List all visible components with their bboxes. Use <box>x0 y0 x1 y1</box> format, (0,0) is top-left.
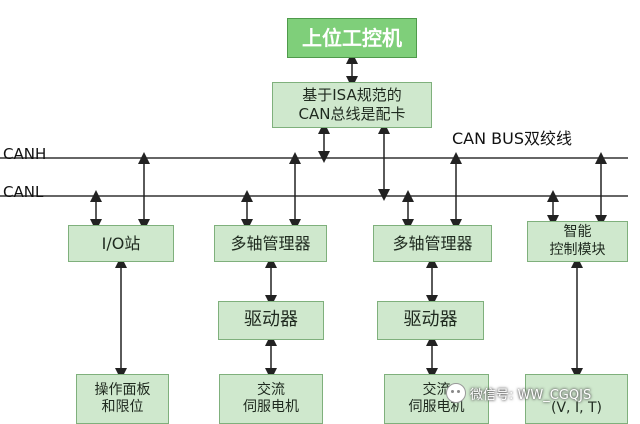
smart-control-module-box: 智能 控制模块 <box>527 221 628 262</box>
multi-axis-manager-2-box: 多轴管理器 <box>373 225 492 262</box>
smart-control-line1: 智能 <box>563 224 592 240</box>
servo-motor-1-line1: 交流 <box>257 381 285 398</box>
operation-panel-box: 操作面板 和限位 <box>76 374 169 424</box>
sensor-text: (V, I, T) <box>551 399 602 416</box>
driver-2-box: 驱动器 <box>377 301 484 340</box>
wechat-icon <box>446 383 466 403</box>
smart-control-line2: 控制模块 <box>549 241 606 258</box>
multi-axis-manager-1-box: 多轴管理器 <box>214 225 327 262</box>
canl-label: CANL <box>3 183 44 201</box>
driver-2-label: 驱动器 <box>403 309 458 331</box>
multi-axis-manager-1-label: 多轴管理器 <box>230 233 311 253</box>
can-card-box: 基于ISA规范的 CAN总线是配卡 <box>272 82 432 128</box>
can-bus-title: CAN BUS双绞线 <box>452 129 573 148</box>
canh-label: CANH <box>3 145 47 163</box>
io-station-label: I/O站 <box>101 233 141 253</box>
operation-panel-line1: 操作面板 <box>94 381 151 398</box>
driver-1-label: 驱动器 <box>244 309 298 331</box>
servo-motor-1-line2: 伺服电机 <box>243 399 299 415</box>
servo-motor-2-line2: 伺服电机 <box>408 399 465 415</box>
driver-1-box: 驱动器 <box>218 301 324 340</box>
upper-industrial-pc-label: 上位工控机 <box>302 25 402 50</box>
wechat-watermark: 微信号: WW_CGQJS <box>446 382 636 404</box>
servo-motor-1-box: 交流 伺服电机 <box>219 374 323 424</box>
operation-panel-line2: 和限位 <box>101 399 144 415</box>
watermark-text: 微信号: WW_CGQJS <box>470 387 592 403</box>
servo-motor-2-line1: 交流 <box>422 381 451 398</box>
upper-industrial-pc-box: 上位工控机 <box>287 18 417 58</box>
multi-axis-manager-2-label: 多轴管理器 <box>392 233 473 253</box>
can-card-line2: CAN总线是配卡 <box>298 105 406 123</box>
io-station-box: I/O站 <box>68 225 174 262</box>
can-card-line1: 基于ISA规范的 <box>302 86 402 105</box>
